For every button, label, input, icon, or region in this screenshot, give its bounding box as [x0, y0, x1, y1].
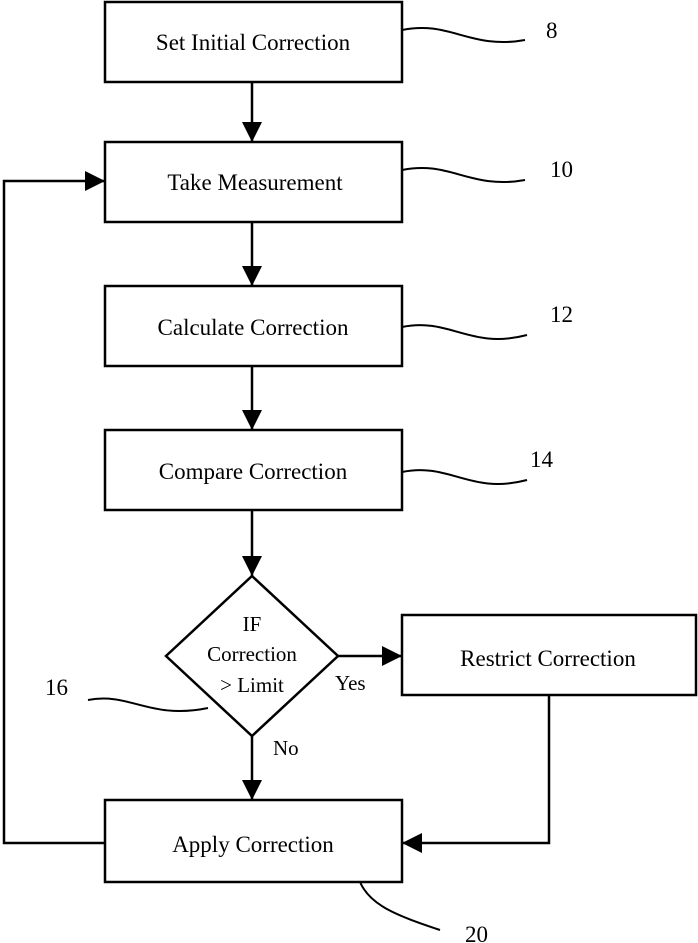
leader-line-12	[402, 325, 527, 339]
decision-line-3: > Limit	[220, 673, 284, 697]
step-label: Set Initial Correction	[156, 30, 351, 55]
ref-numeral-20: 20	[465, 922, 488, 943]
step-compare-correction: Compare Correction	[105, 430, 402, 510]
step-label: Take Measurement	[167, 170, 343, 195]
step-label: Calculate Correction	[158, 315, 349, 340]
step-set-initial-correction: Set Initial Correction	[105, 2, 402, 82]
leader-line-16	[88, 699, 208, 711]
arrow-feedback-loop	[4, 181, 105, 843]
step-restrict-correction: Restrict Correction	[402, 615, 696, 695]
ref-numeral-16: 16	[45, 675, 68, 700]
leader-line-8	[402, 28, 525, 42]
leader-line-14	[402, 470, 527, 484]
decision-line-2: Correction	[207, 642, 297, 666]
decision-line-1: IF	[243, 612, 262, 636]
arrow-restrict-to-apply	[402, 695, 549, 843]
step-calculate-correction: Calculate Correction	[105, 286, 402, 366]
branch-no-label: No	[273, 736, 299, 760]
ref-numeral-12: 12	[550, 302, 573, 327]
ref-numeral-14: 14	[530, 447, 554, 472]
step-label: Apply Correction	[172, 832, 334, 857]
step-apply-correction: Apply Correction	[105, 800, 402, 882]
leader-line-10	[402, 168, 525, 182]
leader-line-20	[360, 882, 440, 930]
ref-numeral-10: 10	[550, 157, 573, 182]
step-take-measurement: Take Measurement	[105, 142, 402, 222]
branch-yes-label: Yes	[335, 671, 366, 695]
step-label: Compare Correction	[159, 459, 348, 484]
ref-numeral-8: 8	[546, 18, 558, 43]
decision-correction-limit: IF Correction > Limit	[166, 576, 338, 736]
step-label: Restrict Correction	[460, 646, 636, 671]
